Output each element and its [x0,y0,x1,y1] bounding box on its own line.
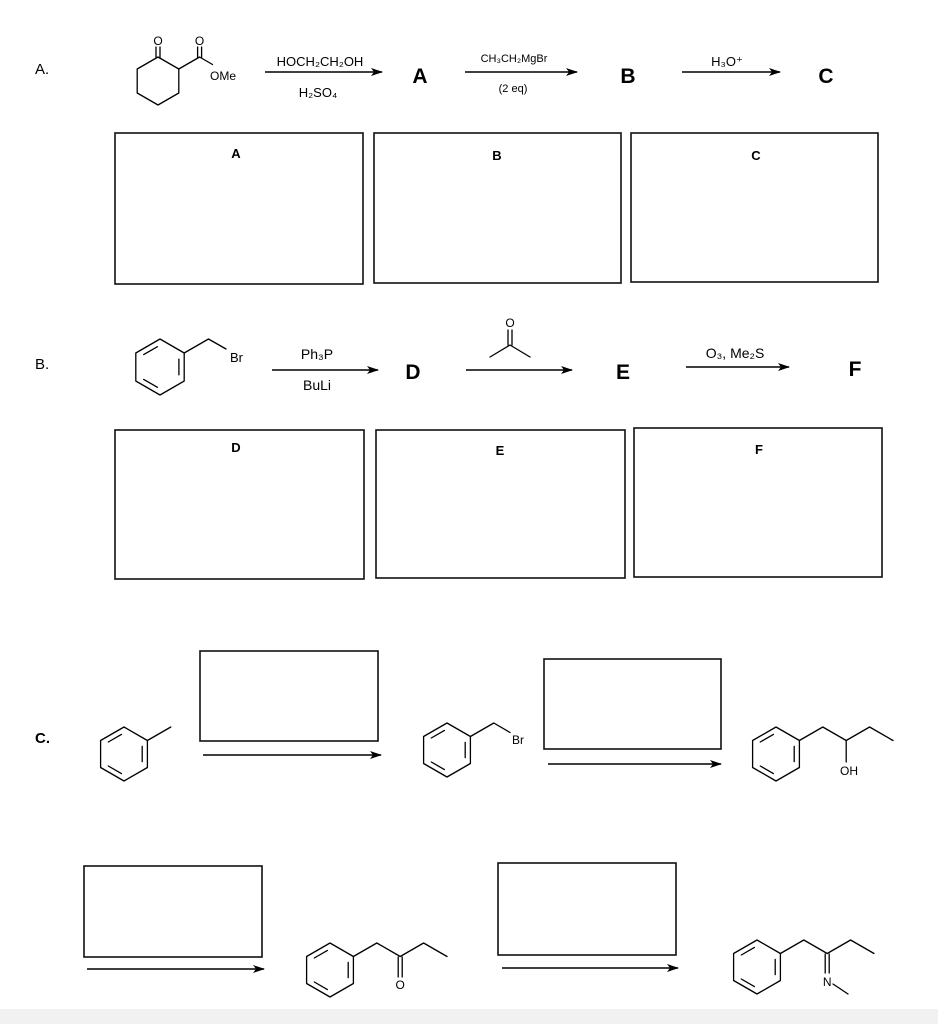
product-b-placeholder: B [620,65,635,88]
ketone-product: O [305,942,448,998]
answer-box-a [114,132,364,285]
ring-inner-double-bond [313,949,329,959]
step-b3-reagent-above: O₃, Me₂S [706,345,765,361]
intermediate-c1: Br [422,722,524,778]
product-c-placeholder: C [818,65,833,88]
product-d-placeholder: D [405,361,420,384]
product-e-placeholder: E [616,361,630,384]
starting-material-a: O O OMe [136,34,236,106]
ring-inner-double-bond [107,733,123,743]
answer-box-b-label: B [492,148,501,163]
benzene-ring [99,726,149,782]
product-f-placeholder: F [849,358,862,381]
answer-box-a-label: A [231,146,241,161]
cyclohexanone-ring [136,56,180,106]
product-a-placeholder: A [412,65,427,88]
reagent-box-c3 [83,865,263,958]
answer-box-e [375,429,626,579]
reagent-methyl-bonds [489,344,531,358]
answer-box-f-label: F [755,442,763,457]
reagent-box-c2 [543,658,722,750]
step-a2-reagent-below: (2 eq) [499,83,528,95]
starting-material-c [99,726,172,782]
ring-inner-double-bond [759,733,775,743]
methoxy-label: OMe [210,69,236,83]
alkyl-chain [779,939,875,955]
section-a-label: A. [35,61,49,78]
ring-inner-double-bond [759,765,775,775]
answer-box-c [630,132,879,283]
answer-box-b [373,132,622,284]
benzylic-bonds [183,338,227,354]
ring-outline [305,942,355,998]
ketone-double-bond [155,46,161,59]
reagent-box-c4 [497,862,677,956]
benzene-ring [751,726,801,782]
benzene-ring [135,338,185,396]
alcohol-product: OH [751,726,894,782]
benzene-ring [305,942,355,998]
methyl-bond [146,726,172,742]
n-methyl-bond [832,983,849,995]
ketone-reagent-structure: O [489,316,531,358]
answer-box-c-label: C [751,148,761,163]
ring-inner-double-bond [740,946,756,956]
reagent-box-c1 [199,650,379,742]
ring-inner-double-bond [143,346,159,356]
imine-nitrogen-label: N [823,975,832,989]
ester-double-bond [196,46,203,59]
section-a: A. O O OMe HOCH₂CH₂OH H₂SO₄ A CH₃CH₂MgBr… [35,34,879,285]
ring-outline [732,939,782,995]
benzene-ring [732,939,782,995]
ester-bonds [178,56,214,70]
step-b1-reagent-below: BuLi [303,377,331,393]
answer-box-f [633,427,883,578]
imine-product: N [732,939,875,995]
ring-inner-double-bond [313,981,329,991]
ketone-oxygen-label: O [396,978,405,992]
alkyl-chain [352,942,448,958]
starting-material-b: Br [135,338,244,396]
step-a2-reagent-above: CH₃CH₂MgBr [481,53,548,65]
step-b1-reagent-above: Ph₃P [301,346,333,362]
ring-outline [99,726,149,782]
answer-box-e-label: E [496,443,505,458]
section-c: C. Br OH O [35,650,894,998]
ring-inner-double-bond [430,761,446,771]
bromine-label: Br [512,733,524,747]
bromine-label: Br [230,350,244,365]
benzene-ring [422,722,472,778]
step-a1-reagent-below: H₂SO₄ [299,85,338,100]
ester-oxygen-label: O [195,34,204,48]
step-a1-reagent-above: HOCH₂CH₂OH [277,54,364,69]
imine-double-bond [824,953,830,974]
ring-inner-double-bond [740,978,756,988]
ring-outline [135,338,185,396]
ring-inner-double-bond [107,765,123,775]
reagent-carbonyl-double-bond [507,329,513,346]
alkyl-chain [798,726,894,742]
page-bottom-bar [0,1009,938,1024]
section-b: B. Br Ph₃P BuLi D O E O₃, Me₂S F D E F [35,316,883,580]
ketone-double-bond [397,956,403,978]
ring-inner-double-bond [143,378,159,388]
step-a3-reagent-above: H₃O⁺ [711,54,743,69]
hydroxyl-label: OH [840,764,858,778]
ring-outline [751,726,801,782]
ring-outline [422,722,472,778]
section-c-label: C. [35,730,50,747]
answer-box-d [114,429,365,580]
reagent-oxygen-label: O [505,316,514,330]
answer-box-d-label: D [231,440,240,455]
ketone-oxygen-label: O [153,34,162,48]
benzylic-bonds [469,722,511,738]
section-b-label: B. [35,356,49,373]
ring-inner-double-bond [430,729,446,739]
